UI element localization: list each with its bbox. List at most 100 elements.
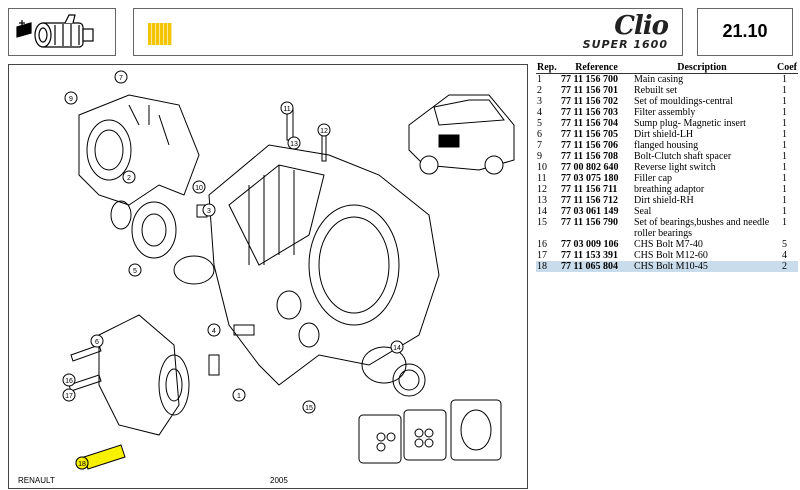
parts-cell-coef: 2 (771, 261, 798, 272)
parts-cell-ref: 77 11 156 702 (561, 96, 618, 107)
parts-cell-ref: 77 03 075 180 (561, 173, 619, 184)
parts-cell-coef: 1 (782, 85, 787, 96)
callout-label[interactable]: 15 (305, 405, 313, 412)
parts-cell-ref: 77 11 156 700 (561, 74, 618, 85)
parts-cell-desc: Set of bearings,bushes and needle roller… (634, 217, 770, 239)
callout-label[interactable]: 13 (290, 141, 298, 148)
parts-cell-coef: 5 (782, 239, 787, 250)
gearbox-icon (16, 14, 94, 48)
parts-cell-coef: 1 (782, 118, 787, 129)
callout-circle[interactable] (122, 170, 136, 184)
parts-cell-ref: 77 11 065 804 (560, 261, 633, 272)
parts-cell-desc: CHS Bolt M10-45 (633, 261, 771, 272)
callout-label[interactable]: 17 (65, 393, 73, 400)
callout-label[interactable]: 12 (320, 128, 328, 135)
callout-circle[interactable] (75, 456, 89, 470)
parts-cell-rep: 9 (537, 151, 542, 162)
parts-cell-ref: 77 11 156 712 (561, 195, 618, 206)
parts-cell-coef: 4 (782, 250, 787, 261)
parts-row[interactable]: 15 77 11 156 790 Set of bearings,bushes an… (536, 217, 798, 239)
parts-cell-rep: 15 (537, 217, 547, 228)
callout-label[interactable]: 14 (393, 345, 401, 352)
parts-cell-rep: 11 (537, 173, 547, 184)
callout-circle[interactable] (302, 400, 316, 414)
callout-label[interactable]: 3 (207, 208, 211, 215)
callout-label[interactable]: 10 (195, 185, 203, 192)
callout-circle[interactable] (390, 340, 404, 354)
parts-cell-coef: 1 (782, 184, 787, 195)
parts-cell-rep: 18 (536, 261, 560, 272)
parts-cell-desc: breathing adaptor (634, 184, 705, 195)
parts-cell-desc: Dirt shield-RH (634, 195, 694, 206)
header-description: Description (633, 62, 771, 74)
main-casing (208, 144, 440, 386)
callout-label[interactable]: 7 (119, 75, 123, 82)
page-code-box: 21.10 (697, 8, 793, 56)
parts-cell-ref: 77 11 156 704 (561, 118, 618, 129)
callout-circle[interactable] (90, 334, 104, 348)
callout-circle[interactable] (207, 323, 221, 337)
callout-circle[interactable] (280, 101, 294, 115)
callout-label[interactable]: 16 (65, 378, 73, 385)
parts-cell-desc: Reverse light switch (634, 162, 716, 173)
parts-cell-desc: Bolt-Clutch shaft spacer (634, 151, 732, 162)
callout-label[interactable]: 4 (212, 328, 216, 335)
footer-brand: RENAULT (18, 476, 55, 485)
parts-cell-ref: 77 11 156 790 (561, 217, 618, 228)
bolt-set-1 (358, 414, 402, 464)
parts-cell-desc: flanged housing (634, 140, 699, 151)
parts-cell-coef: 1 (782, 107, 787, 118)
parts-cell-desc: CHS Bolt M7-40 (634, 239, 703, 250)
callout-circle[interactable] (232, 388, 246, 402)
callout-label[interactable]: 9 (69, 96, 73, 103)
callout-circle[interactable] (192, 180, 206, 194)
parts-cell-desc: Dirt shield-LH (634, 129, 694, 140)
callout-circle[interactable] (287, 136, 301, 150)
callout-circle[interactable] (62, 388, 76, 402)
callout-label[interactable]: 1 (237, 393, 241, 400)
parts-cell-ref: 77 11 153 391 (561, 250, 618, 261)
parts-cell-coef: 1 (782, 173, 787, 184)
callout-circle[interactable] (114, 70, 128, 84)
parts-cell-rep: 14 (537, 206, 547, 217)
callout-circle[interactable] (202, 203, 216, 217)
parts-cell-ref: 77 11 156 706 (561, 140, 618, 151)
callout-circle[interactable] (317, 123, 331, 137)
callout-label[interactable]: 6 (95, 339, 99, 346)
dirt-shield-rh (361, 346, 407, 384)
parts-cell-rep: 16 (537, 239, 547, 250)
parts-cell-coef: 1 (782, 74, 787, 85)
parts-cell-ref: 77 11 156 711 (561, 184, 618, 195)
page-code: 21.10 (722, 21, 768, 41)
model-logo: Clio SUPER 1600 (583, 13, 669, 51)
callout-label[interactable]: 5 (133, 268, 137, 275)
callout-circle[interactable] (62, 373, 76, 387)
callout-label[interactable]: 2 (127, 175, 131, 182)
parts-cell-coef: 1 (782, 129, 787, 140)
parts-cell-rep: 10 (537, 162, 547, 173)
parts-cell-desc: Seal (634, 206, 652, 217)
callout-label[interactable]: 11 (283, 106, 290, 113)
callout-label[interactable]: 18 (78, 461, 86, 468)
callout-circle[interactable] (128, 263, 142, 277)
callout-circle[interactable] (64, 91, 78, 105)
parts-cell-rep: 13 (537, 195, 547, 206)
